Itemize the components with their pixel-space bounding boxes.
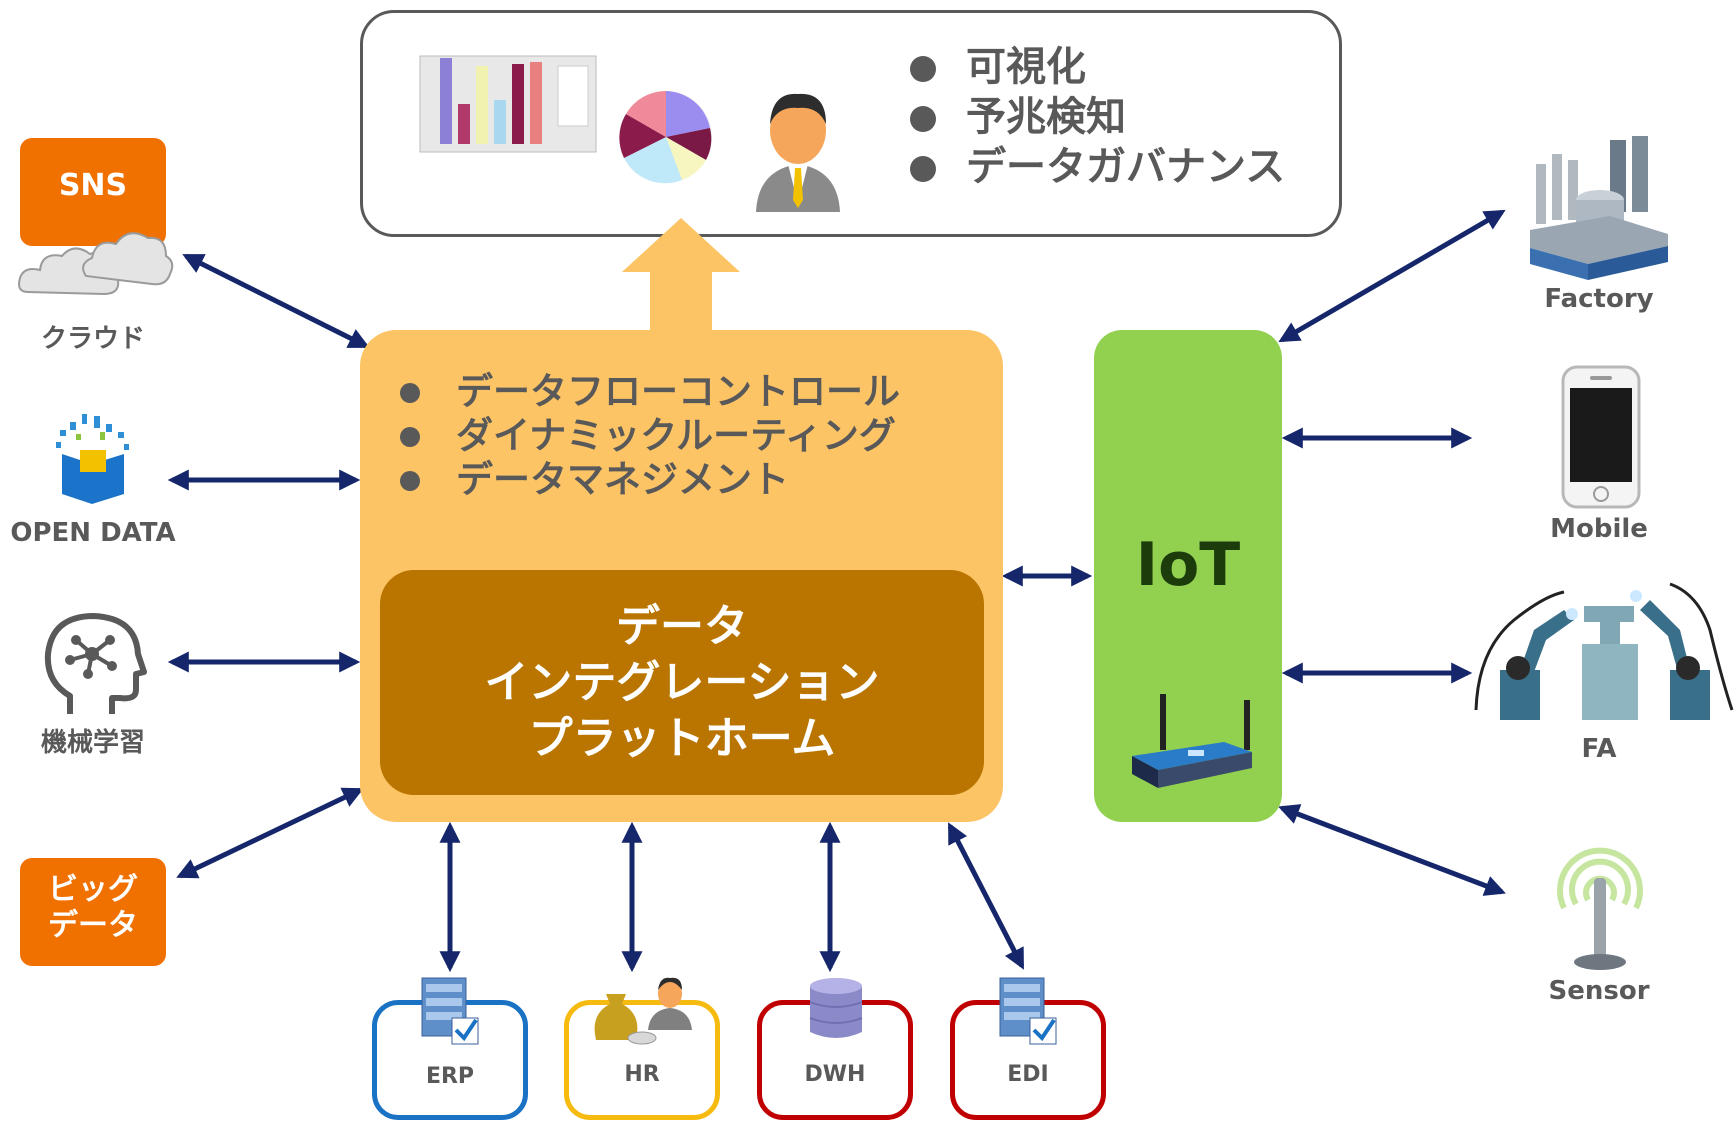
iot-box [1094, 330, 1282, 822]
big-data-line: データ [48, 908, 138, 943]
output-bullet: データガバナンス [910, 142, 1285, 192]
open-data-icon [56, 414, 129, 504]
dwh-label: DWH [804, 1062, 866, 1087]
bullet-dot-icon [400, 427, 420, 447]
platform-title-line: インテグレーション [484, 656, 880, 708]
mobile-label: Mobile [1550, 514, 1648, 544]
factory-label: Factory [1544, 284, 1654, 314]
platform-title-line: データ [616, 600, 748, 652]
platform-feature: ダイナミックルーティング [400, 414, 900, 458]
machine-learning-label: 機械学習 [40, 728, 145, 758]
arrow-factory [1278, 209, 1506, 343]
cloud-icon [18, 232, 174, 296]
output-bullet: 可視化 [910, 42, 1285, 92]
output-bullet-list: 可視化 予兆検知 データガバナンス [910, 42, 1285, 192]
platform-feature-list: データフローコントロール ダイナミックルーティング データマネジメント [400, 370, 900, 502]
hr-label: HR [624, 1062, 660, 1087]
fa-label: FA [1581, 734, 1617, 764]
sns-box: SNS [20, 138, 166, 246]
erp-label: ERP [425, 1064, 475, 1089]
bullet-dot-icon [910, 56, 936, 82]
gateway-router-icon [1132, 694, 1252, 788]
iot-label: IoT [1135, 530, 1241, 600]
mobile-phone-icon [1561, 365, 1641, 509]
hr-box [564, 1000, 720, 1120]
big-data-line: ビッグ [48, 872, 138, 907]
up-arrow-icon [622, 218, 740, 334]
arrow-sensor [1278, 804, 1506, 896]
arrow-big-data [176, 787, 364, 879]
cloud-label: クラウド [40, 324, 145, 354]
sensor-antenna-icon [1557, 847, 1643, 970]
factory-automation-robots-icon [1474, 582, 1734, 720]
businessman-icon [756, 93, 840, 212]
platform-feature: データフローコントロール [400, 370, 900, 414]
bar-chart-icon [419, 55, 597, 153]
money-person-icon [594, 977, 692, 1045]
edi-label: EDI [1007, 1062, 1049, 1087]
server-check-icon [421, 977, 479, 1045]
pie-chart-icon [619, 90, 712, 184]
arrow-edi [947, 822, 1025, 970]
bullet-dot-icon [910, 106, 936, 132]
platform-title-box: データ インテグレーション プラットホーム [380, 570, 984, 795]
platform-title-line: プラットホーム [528, 712, 836, 764]
big-data-box: ビッグ データ [20, 858, 166, 966]
server-check-icon [999, 977, 1057, 1045]
platform-feature: データマネジメント [400, 458, 900, 502]
output-bullet: 予兆検知 [910, 92, 1285, 142]
bullet-dot-icon [910, 156, 936, 182]
bullet-dot-icon [400, 383, 420, 403]
arrow-cloud [182, 253, 370, 349]
database-icon [809, 978, 863, 1038]
bullet-dot-icon [400, 471, 420, 491]
factory-icon [1530, 136, 1668, 280]
open-data-label: OPEN DATA [10, 518, 176, 548]
sensor-label: Sensor [1548, 976, 1650, 1006]
brain-head-icon [44, 613, 147, 714]
